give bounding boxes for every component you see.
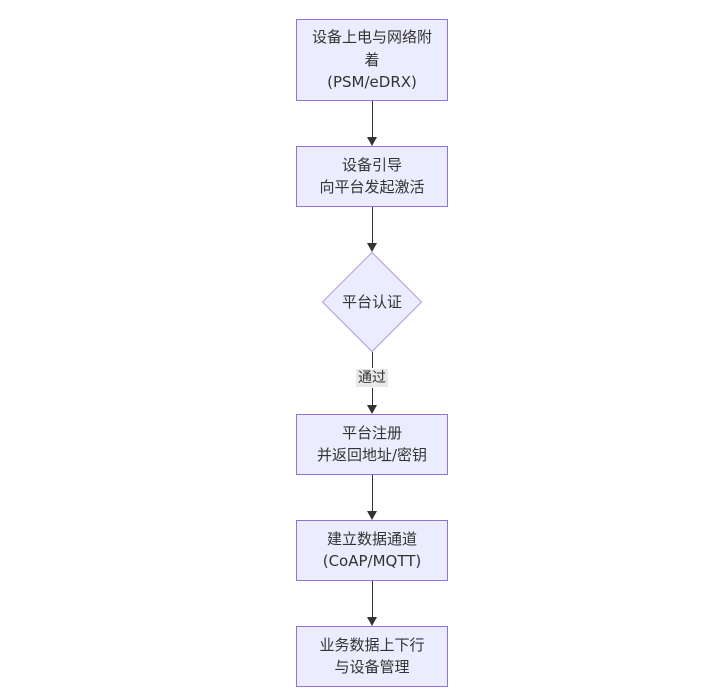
edge-line <box>371 351 373 368</box>
node-text-line: 并返回地址/密钥 <box>316 446 428 464</box>
node-text-line: (PSM/eDRX) <box>327 73 417 91</box>
node-text-line: 业务数据上下行 <box>319 635 425 654</box>
arrowhead-down-icon <box>367 242 377 252</box>
edge-n3-n4: 通过 <box>356 351 388 414</box>
node-text-line: 设备上电与网络附着 <box>311 28 432 69</box>
node-text-line: 建立数据通道 <box>326 529 417 548</box>
node-text-line: 平台认证 <box>341 293 402 311</box>
node-text-line: 与设备管理 <box>334 658 410 676</box>
flowchart-column: 设备上电与网络附着 (PSM/eDRX) 设备引导 向平台发起激活 平台认证 通… <box>296 19 448 687</box>
arrowhead-down-icon <box>367 404 377 414</box>
flow-node-data-channel: 建立数据通道 (CoAP/MQTT) <box>296 519 448 581</box>
node-text-line: 向平台发起激活 <box>319 178 425 196</box>
flow-node-platform-auth: 平台认证 <box>321 251 423 352</box>
node-text-line: 设备引导 <box>341 155 402 174</box>
node-text-line: 平台注册 <box>341 423 402 442</box>
arrowhead-down-icon <box>367 136 377 146</box>
edge-line <box>371 100 373 137</box>
edge-line <box>371 206 373 243</box>
edge-n5-n6 <box>367 580 377 626</box>
arrowhead-down-icon <box>367 616 377 626</box>
node-text-line: (CoAP/MQTT) <box>322 552 422 570</box>
flow-node-device-bootstrap: 设备引导 向平台发起激活 <box>296 145 448 207</box>
edge-n2-n3 <box>367 206 377 252</box>
edge-line <box>371 580 373 617</box>
edge-label-pass: 通过 <box>356 368 388 388</box>
edge-line <box>371 474 373 511</box>
edge-n1-n2 <box>367 100 377 146</box>
edge-line <box>371 388 373 405</box>
flow-node-power-network-attach: 设备上电与网络附着 (PSM/eDRX) <box>296 19 448 101</box>
edge-n4-n5 <box>367 474 377 520</box>
flow-node-platform-register: 平台注册 并返回地址/密钥 <box>296 413 448 475</box>
arrowhead-down-icon <box>367 510 377 520</box>
flow-node-business-data: 业务数据上下行 与设备管理 <box>296 625 448 687</box>
